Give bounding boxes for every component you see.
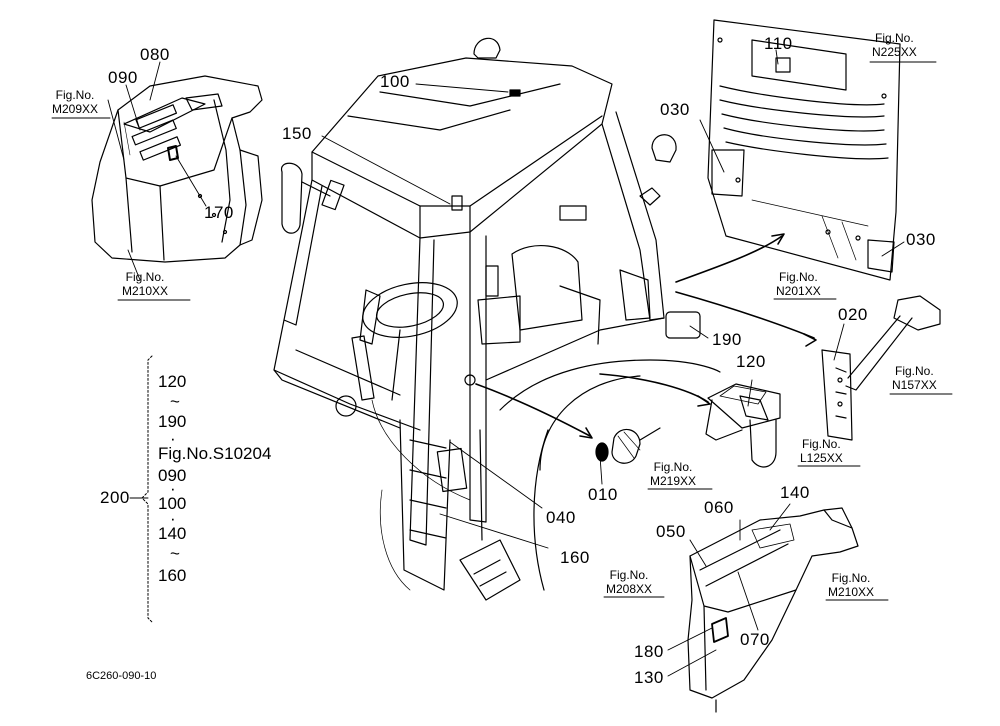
- callout-160: 160: [560, 548, 590, 567]
- fig-label-m210-top-code: M210XX: [122, 284, 169, 298]
- fig-label-n225-prefix: Fig.No.: [875, 31, 914, 45]
- fig-label-n225: Fig.No.N225XX: [872, 31, 917, 59]
- fig-label-l125-code: L125XX: [800, 451, 843, 465]
- fig-label-n157-code: N157XX: [892, 378, 937, 392]
- fig-label-n201-code: N201XX: [776, 284, 821, 298]
- fig-label-n157: Fig.No.N157XX: [892, 364, 937, 392]
- callout-180: 180: [634, 642, 664, 661]
- fig-label-m209-code: M209XX: [52, 102, 99, 116]
- fig-label-m210-bottom-code: M210XX: [828, 585, 875, 599]
- fig-label-n201: Fig.No.N201XX: [776, 270, 821, 298]
- callout-030-upper: 030: [660, 100, 690, 119]
- callout-060: 060: [704, 498, 734, 517]
- fig-label-n225-code: N225XX: [872, 45, 917, 59]
- fig-label-m209: Fig.No.M209XX: [52, 88, 98, 116]
- fig-label-m219-code: M219XX: [650, 474, 697, 488]
- fig-label-m210-top-prefix: Fig.No.: [125, 270, 165, 284]
- fig-label-m208: Fig.No.M208XX: [606, 568, 652, 596]
- callout-130: 130: [634, 668, 664, 687]
- cab-drawing: [273, 37, 721, 601]
- group-item: ·: [170, 479, 176, 498]
- left-fender-drawing: [91, 75, 263, 263]
- callout-090: 090: [108, 68, 138, 87]
- group-item: ~: [170, 544, 180, 563]
- fig-label-m210-bottom-prefix: Fig.No.: [831, 571, 871, 585]
- callout-010: 010: [588, 485, 618, 504]
- fig-label-l125-prefix: Fig.No.: [802, 437, 841, 451]
- group-item: 100: [158, 494, 187, 513]
- callout-100: 100: [380, 72, 410, 91]
- fig-label-l125: Fig.No.L125XX: [800, 437, 843, 465]
- fig-label-m210-top: Fig.No.M210XX: [122, 270, 168, 298]
- callout-040: 040: [546, 508, 576, 527]
- callout-020: 020: [838, 305, 868, 324]
- callout-110: 110: [764, 34, 793, 53]
- group-item-list: 120 ~ 190 · Fig.No.S10204 090 · 100 · 14…: [158, 372, 271, 586]
- drawing-code: 6C260-090-10: [86, 670, 157, 682]
- callout-080: 080: [140, 45, 170, 64]
- fig-label-m210-bottom: Fig.No.M210XX: [828, 571, 874, 599]
- arrows: [475, 233, 817, 439]
- group-item: 090: [158, 466, 187, 485]
- fig-label-m208-prefix: Fig.No.: [609, 568, 649, 582]
- fig-label-n201-prefix: Fig.No.: [779, 270, 818, 284]
- knob-drawing: [595, 427, 661, 464]
- group-label-200: 200: [100, 488, 130, 507]
- fig-label-m209-prefix: Fig.No.: [55, 88, 95, 102]
- callout-070: 070: [740, 630, 770, 649]
- bracket-drawing: [821, 295, 941, 441]
- callout-190: 190: [712, 330, 742, 349]
- fig-label-m208-code: M208XX: [606, 582, 653, 596]
- callout-030-lower: 030: [906, 230, 936, 249]
- group-item: ·: [170, 509, 176, 528]
- callout-120: 120: [736, 352, 766, 371]
- leader-lines: [107, 49, 905, 677]
- group-item: 140: [158, 524, 187, 543]
- group-item: ~: [170, 392, 180, 411]
- group-item: Fig.No.S10204: [158, 444, 272, 463]
- callout-170: 170: [204, 203, 234, 222]
- cover-drawing: [705, 383, 781, 468]
- fig-label-m219: Fig.No.M219XX: [650, 460, 696, 488]
- right-fender-drawing: [687, 507, 859, 713]
- group-item: ·: [170, 429, 176, 448]
- fig-label-m219-prefix: Fig.No.: [653, 460, 693, 474]
- group-bracket: [141, 355, 153, 623]
- fig-underlines: [51, 61, 953, 601]
- group-item: 120: [158, 372, 187, 391]
- rear-window-drawing: [707, 19, 901, 281]
- callout-050: 050: [656, 522, 686, 541]
- callout-150: 150: [282, 124, 312, 143]
- callout-140: 140: [780, 483, 810, 502]
- group-item: 190: [158, 412, 187, 431]
- group-item: 160: [158, 566, 187, 585]
- fig-label-n157-prefix: Fig.No.: [895, 364, 934, 378]
